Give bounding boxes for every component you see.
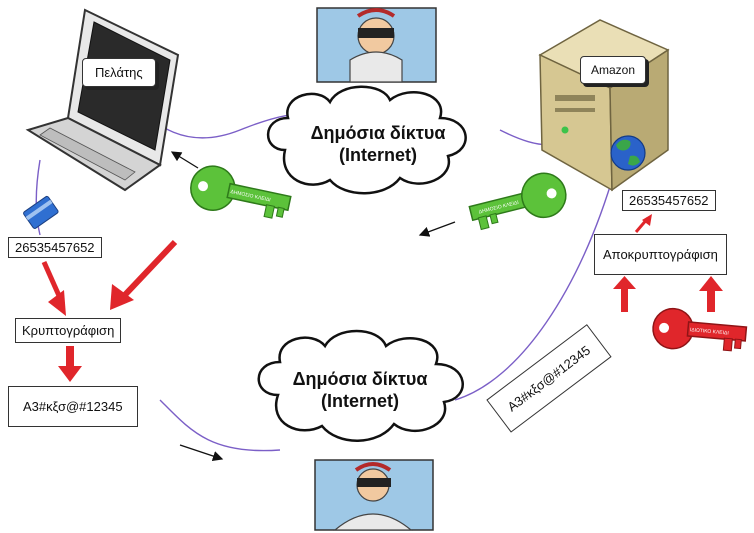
flow-arrows: [170, 151, 456, 462]
card-number-right: 26535457652: [622, 190, 716, 211]
cloud-top: [266, 85, 467, 195]
cloud-top-line2: (Internet): [339, 145, 417, 165]
svg-text:ΙΔΙΩΤΙΚΟ ΚΛΕΙΔΙ: ΙΔΙΩΤΙΚΟ ΚΛΕΙΔΙ: [690, 327, 729, 336]
cloud-bottom: [257, 329, 464, 442]
public-key-2-icon: ΔΗΜΟΣΙΟ ΚΛΕΙΔΙ: [468, 172, 567, 231]
public-key-1-icon: ΔΗΜΟΣΙΟ ΚΛΕΙΔΙ: [190, 165, 292, 219]
client-label: Πελάτης: [82, 58, 156, 87]
laptop-icon: [25, 8, 180, 192]
hacker-top-image: [316, 7, 437, 83]
cloud-top-text: Δημόσια δίκτυα (Internet): [288, 122, 468, 166]
red-arrows: [41, 214, 723, 382]
cloud-bottom-text: Δημόσια δίκτυα (Internet): [270, 368, 450, 412]
cloud-bottom-line2: (Internet): [321, 391, 399, 411]
hacker-bottom-image: [314, 459, 434, 531]
globe-icon: [610, 135, 646, 171]
private-key-icon: ΙΔΙΩΤΙΚΟ ΚΛΕΙΔΙ: [652, 307, 748, 352]
card-number-left: 26535457652: [8, 237, 102, 258]
server-label: Amazon: [580, 56, 647, 84]
server-icon: [538, 19, 670, 192]
credit-card-icon: [23, 195, 59, 229]
cloud-top-line1: Δημόσια δίκτυα: [310, 123, 446, 143]
cloud-bottom-line1: Δημόσια δίκτυα: [292, 369, 428, 389]
encryption-box: Κρυπτογράφιση: [15, 318, 122, 343]
ciphertext-left: Α3#κξσ@#12345: [8, 386, 138, 427]
decryption-box: Αποκρυπτογράφιση: [594, 234, 727, 275]
